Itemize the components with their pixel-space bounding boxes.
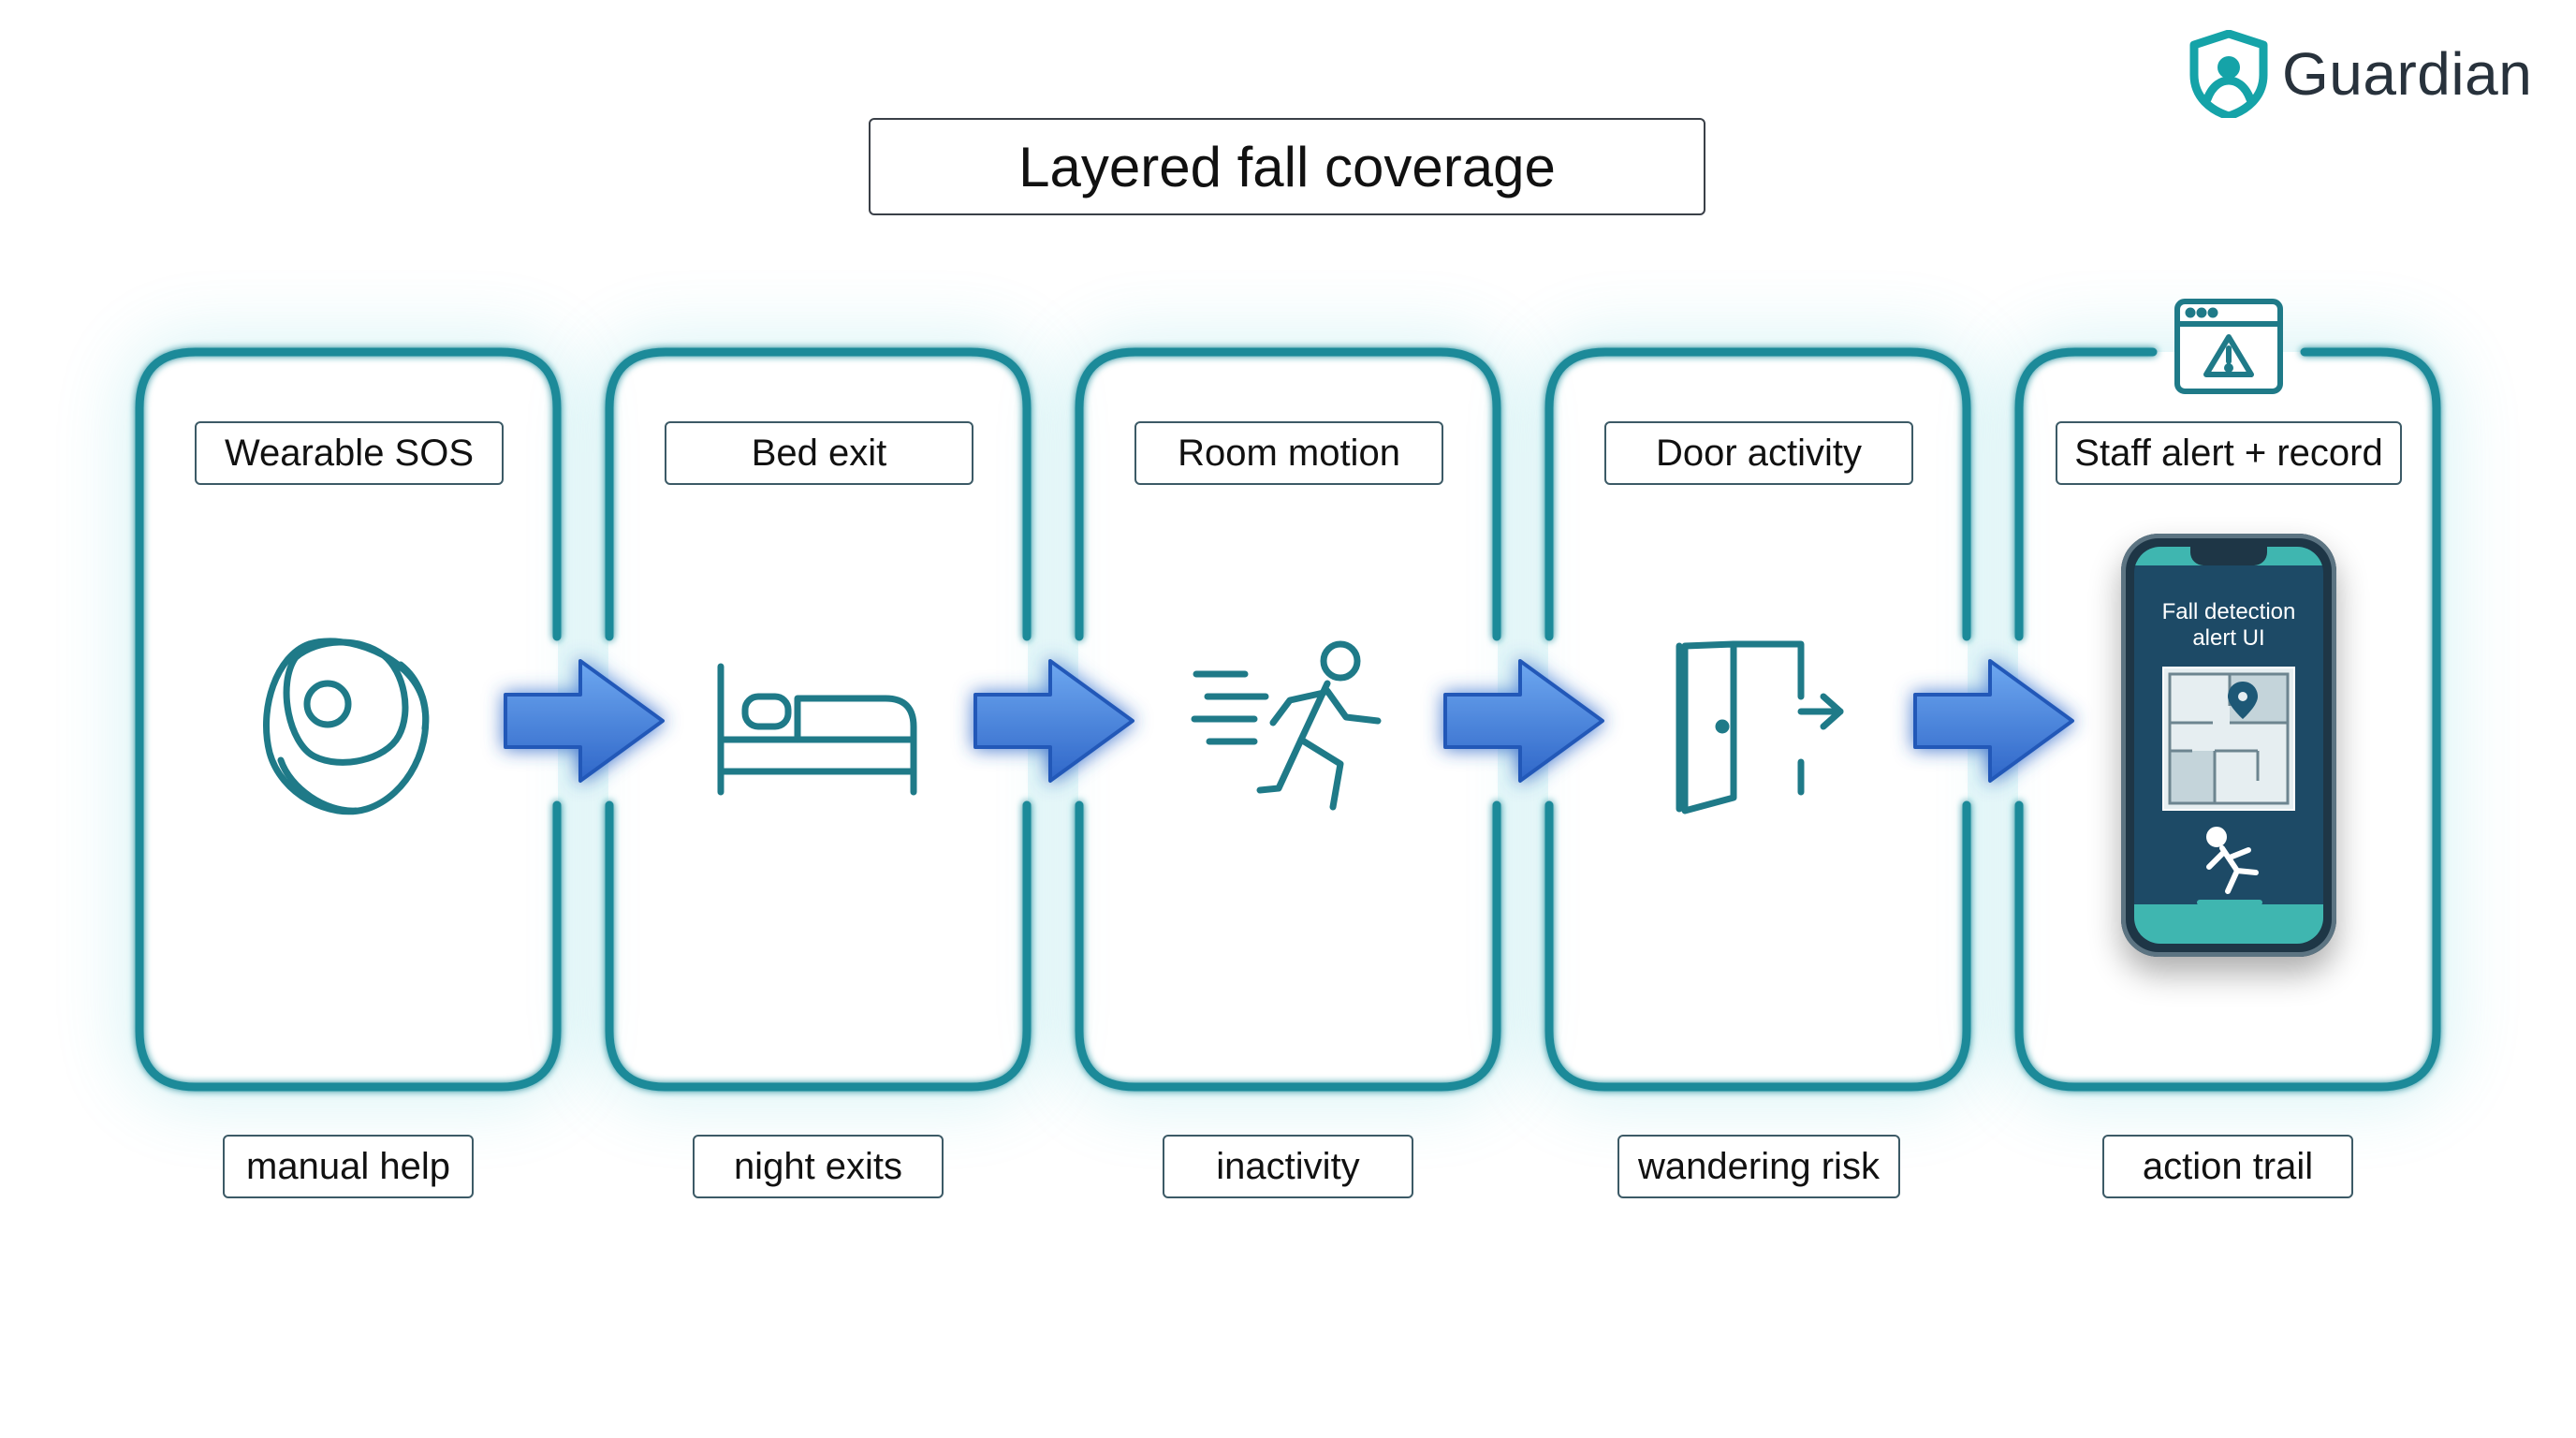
brand-name: Guardian [2282, 40, 2533, 108]
stage-card-3 [1075, 347, 1501, 1092]
stage-caption-inactivity: inactivity [1163, 1135, 1413, 1198]
stage-card-1 [135, 347, 562, 1092]
brand-logo: Guardian [2188, 30, 2532, 118]
running-person-icon [1191, 640, 1382, 811]
stage-caption-action-trail: action trail [2102, 1135, 2353, 1198]
door-exit-icon [1676, 640, 1844, 814]
stage-label-bed-exit: Bed exit [665, 421, 973, 485]
shield-person-icon [2189, 30, 2268, 118]
floor-plan-icon [2164, 668, 2293, 809]
diagram-title: Layered fall coverage [869, 118, 1705, 215]
stage-card-4 [1544, 347, 1971, 1092]
flow-arrow-4 [1913, 659, 2074, 783]
phone-caption-line2: alert UI [2192, 625, 2265, 651]
stage-card-5 [2014, 347, 2441, 1092]
stage-label-door-activity: Door activity [1604, 421, 1913, 485]
flow-arrow-3 [1443, 659, 1604, 783]
phone-screen: Fall detection alert UI [2134, 547, 2323, 944]
stage-caption-night-exits: night exits [693, 1135, 944, 1198]
phone-caption: Fall detection alert UI [2134, 599, 2323, 652]
stage-label-room-motion: Room motion [1134, 421, 1443, 485]
stage-card-2 [605, 347, 1032, 1092]
stage-caption-wandering-risk: wandering risk [1617, 1135, 1900, 1198]
flow-arrow-1 [504, 659, 665, 783]
phone-caption-line1: Fall detection [2161, 599, 2296, 624]
stage-label-staff-alert: Staff alert + record [2056, 421, 2402, 485]
wearable-sos-icon [263, 638, 430, 815]
stage-caption-manual-help: manual help [223, 1135, 474, 1198]
bed-icon [717, 663, 917, 796]
flow-arrow-2 [973, 659, 1134, 783]
phone-alert-icon: Fall detection alert UI [2121, 534, 2336, 957]
stage-label-wearable-sos: Wearable SOS [195, 421, 504, 485]
browser-warning-icon [2174, 299, 2283, 394]
floor-plan-map [2162, 667, 2295, 811]
falling-person-icon [2197, 827, 2262, 905]
